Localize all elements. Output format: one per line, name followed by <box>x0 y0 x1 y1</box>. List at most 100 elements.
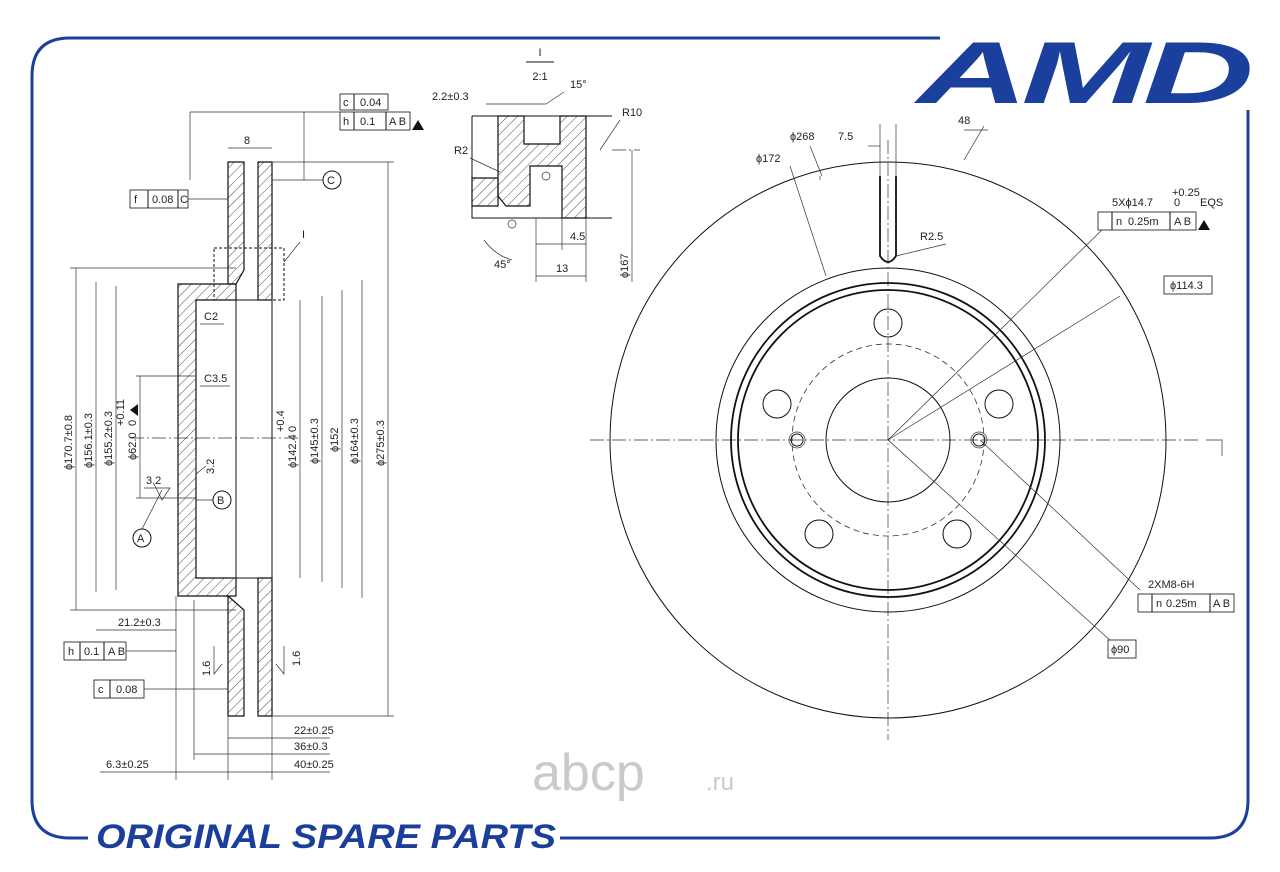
rough-16-b: 1.6 <box>291 651 303 666</box>
svg-text:n: n <box>1156 598 1162 610</box>
svg-text:C: C <box>180 194 188 206</box>
svg-text:0.25m: 0.25m <box>1166 598 1197 610</box>
svg-text:B: B <box>217 495 224 507</box>
tol-frame-f: f 0.08 C <box>129 189 228 209</box>
section-view: I 8 c 0.04 h 0.1 A B C <box>63 93 424 780</box>
svg-text:h: h <box>343 116 349 128</box>
bolt-holes <box>762 308 1014 549</box>
svg-text:+0.25: +0.25 <box>1172 187 1200 199</box>
svg-text:C: C <box>327 175 335 187</box>
dim-chamfer-c35: C3.5 <box>204 373 227 385</box>
svg-text:A B: A B <box>108 646 125 658</box>
dim-eqs: EQS <box>1200 197 1223 209</box>
center-bore-label: ϕ90 <box>1107 639 1137 659</box>
rough-32-a: 3.2 <box>146 475 161 487</box>
detail-width-small: 4.5 <box>570 231 585 243</box>
dim-d170: ϕ170.7±0.8 <box>63 415 75 470</box>
detail-width-large: 13 <box>556 263 568 275</box>
svg-text:0.04: 0.04 <box>360 97 381 109</box>
svg-text:0.08: 0.08 <box>152 194 173 206</box>
center-bore <box>825 377 951 503</box>
dim-chamfer-c2: C2 <box>204 311 218 323</box>
dim-d164: ϕ164±0.3 <box>349 418 361 464</box>
vent-slot <box>879 176 897 263</box>
svg-text:n: n <box>1116 216 1122 228</box>
dim-d155: ϕ155.2±0.3 <box>103 411 115 466</box>
dim-slot-width: 7.5 <box>838 131 853 143</box>
dim-thickness-top: 8 <box>244 135 250 147</box>
dim-d275: ϕ275±0.3 <box>375 420 387 466</box>
logo-text: AMD <box>913 23 1251 122</box>
svg-text:0: 0 <box>287 426 299 432</box>
svg-text:h: h <box>68 646 74 658</box>
dim-w22: 22±0.25 <box>294 725 334 737</box>
dim-d62: ϕ62.0 <box>127 432 139 460</box>
svg-text:A B: A B <box>1213 598 1230 610</box>
dim-angle-48: 48 <box>958 115 970 127</box>
svg-text:f: f <box>134 194 138 206</box>
amd-logo: AMD <box>913 23 1255 122</box>
tol-frame-c-bottom: c 0.08 <box>93 679 228 699</box>
detail-diameter: ϕ167 <box>619 253 631 278</box>
dim-d145: ϕ145±0.3 <box>309 418 321 464</box>
dim-d268: ϕ268 <box>790 131 815 143</box>
hat-outer-edge <box>730 282 1046 598</box>
detail-radius-left: R2 <box>454 145 468 157</box>
detail-offset-dim: 2.2±0.3 <box>432 91 469 103</box>
svg-text:+0.11: +0.11 <box>115 399 127 426</box>
footer-slogan: ORIGINAL SPARE PARTS <box>96 818 556 856</box>
dim-slot-radius: R2.5 <box>920 231 943 243</box>
svg-text:+0.4: +0.4 <box>275 410 287 432</box>
detail-angle-top: 15° <box>570 79 587 91</box>
rough-16-a: 1.6 <box>201 661 213 676</box>
svg-text:ϕ114.3: ϕ114.3 <box>1170 280 1203 292</box>
threaded-hole-right <box>972 433 986 447</box>
svg-text:A: A <box>137 533 145 545</box>
pcd-label: ϕ114.3 <box>1163 275 1213 295</box>
detail-angle-bottom: 45° <box>494 259 511 271</box>
tol-frame-n-bottom: n 0.25m A B <box>1137 593 1235 613</box>
drawing-frame <box>30 36 1250 840</box>
dim-w63: 6.3±0.25 <box>106 759 149 771</box>
datum-a: A <box>132 489 163 548</box>
detail-view: I 2:1 2.2±0.3 15° R10 R2 45° 4.5 13 ϕ167 <box>432 47 642 282</box>
svg-text:A B: A B <box>1174 216 1191 228</box>
detail-label: I <box>538 47 541 59</box>
dim-holes: 5Xϕ14.7 <box>1112 197 1153 209</box>
dim-d172: ϕ172 <box>756 153 781 165</box>
dim-d142: ϕ142.4 <box>287 434 299 468</box>
svg-text:0.08: 0.08 <box>116 684 137 696</box>
rotor-outer-edge <box>609 161 1167 719</box>
dim-d152: ϕ152 <box>329 427 341 452</box>
tol-frame-n-top: n 0.25m A B <box>1097 211 1210 231</box>
detail-scale: 2:1 <box>532 71 547 83</box>
watermark: abcp .ru <box>532 744 734 802</box>
svg-text:c: c <box>343 97 349 109</box>
detail-radius-right: R10 <box>622 107 642 119</box>
svg-text:0.1: 0.1 <box>84 646 99 658</box>
bolt-circle <box>791 343 985 537</box>
watermark-main: abcp <box>532 744 645 802</box>
svg-text:A B: A B <box>389 116 406 128</box>
svg-text:c: c <box>98 684 104 696</box>
svg-text:0: 0 <box>127 420 139 426</box>
dim-w212: 21.2±0.3 <box>118 617 161 629</box>
datum-c: C <box>272 170 342 190</box>
threaded-hole-left <box>790 433 804 447</box>
datum-b: B <box>196 490 232 510</box>
dim-w40: 40±0.25 <box>294 759 334 771</box>
svg-text:ϕ90: ϕ90 <box>1111 644 1129 656</box>
dim-d156: ϕ156.1±0.3 <box>83 413 95 468</box>
detail-callout-label: I <box>302 229 305 241</box>
tol-frame-h-top: h 0.1 A B <box>339 111 424 131</box>
watermark-suffix: .ru <box>706 769 734 796</box>
front-view: ϕ268 7.5 48 ϕ172 R2.5 5Xϕ14.7 +0.25 0 EQ… <box>590 115 1235 740</box>
svg-text:0.1: 0.1 <box>360 116 375 128</box>
tol-frame-h-bottom: h 0.1 A B <box>63 641 176 661</box>
dim-w36: 36±0.3 <box>294 741 328 753</box>
dim-threads: 2XM8-6H <box>1148 579 1195 591</box>
rough-32-b: 3.2 <box>205 459 217 474</box>
svg-text:0: 0 <box>1174 197 1180 209</box>
tol-frame-c-top: c 0.04 <box>339 93 389 111</box>
